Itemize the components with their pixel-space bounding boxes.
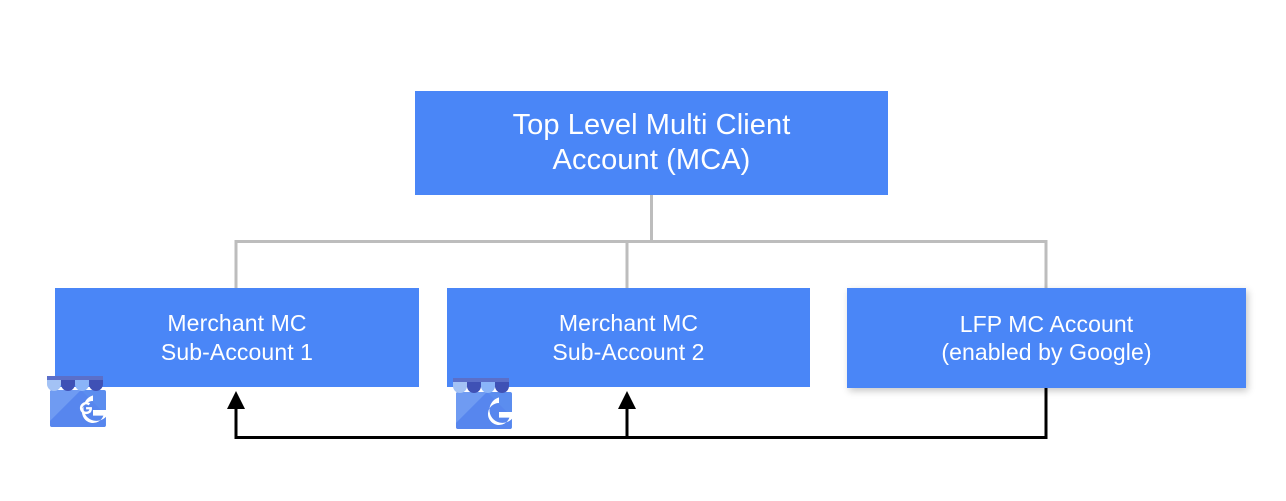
node-merchant-mc-sub-account-2[interactable]: Merchant MC Sub-Account 2 [447,288,810,387]
node-lfp-mc-account[interactable]: LFP MC Account (enabled by Google) [847,288,1246,388]
arrowhead-into-sub1 [227,391,245,409]
google-my-business-storefront-icon [453,378,516,429]
node-top-level-mca[interactable]: Top Level Multi Client Account (MCA) [415,91,888,195]
arrowhead-into-sub2 [618,391,636,409]
data-flow-arrowheads [227,391,636,409]
node-merchant-mc-sub-account-1[interactable]: Merchant MC Sub-Account 1 [55,288,419,387]
data-flow-connector-group [234,388,1048,439]
hierarchy-connector-group [234,195,1048,289]
google-my-business-storefront-icon [47,376,110,427]
